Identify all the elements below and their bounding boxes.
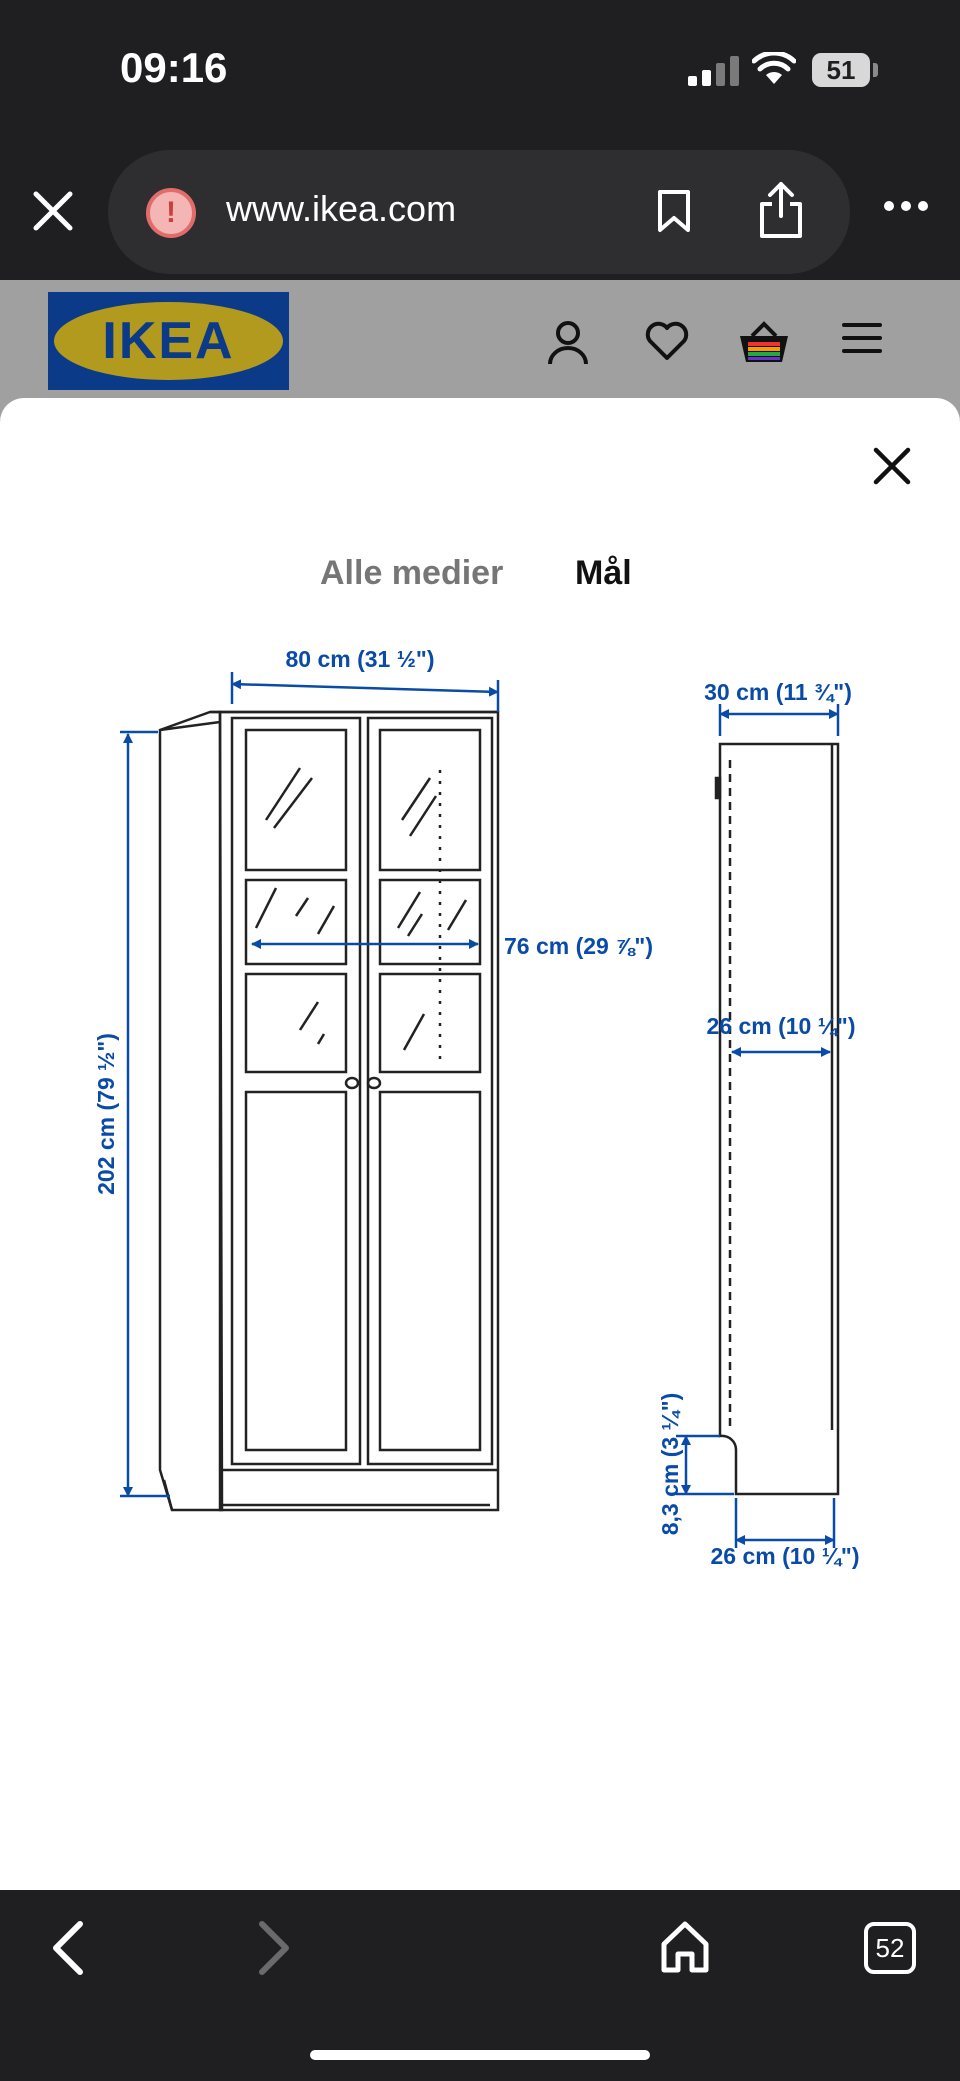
bookcase-side-drawing [714, 742, 840, 1496]
media-modal: Alle medier Mål [0, 398, 960, 1890]
battery-level: 51 [826, 55, 856, 85]
inner-depth-label: 26 cm (10 ¼") [707, 1013, 856, 1039]
battery-tip [873, 63, 878, 77]
close-icon[interactable] [30, 188, 76, 234]
basket-icon[interactable] [738, 320, 790, 366]
width-label: 80 cm (31 ½") [286, 646, 435, 672]
height-label: 202 cm (79 ½") [93, 1033, 119, 1195]
base-depth-label: 26 cm (10 ¼") [711, 1543, 860, 1569]
warning-icon[interactable] [146, 188, 196, 238]
wifi-icon [752, 52, 796, 84]
account-icon[interactable] [546, 320, 590, 366]
browser-bar: www.ikea.com [0, 140, 960, 280]
heart-icon[interactable] [644, 320, 690, 362]
front-dimension-lines [120, 672, 500, 1498]
dimension-diagram: 80 cm (31 ½") 76 cm (29 ⅞") 202 cm (79 ½… [93, 646, 860, 1569]
site-header: IKEA [0, 280, 960, 420]
bookmark-icon[interactable] [656, 188, 692, 234]
url-text[interactable]: www.ikea.com [226, 188, 457, 229]
tabs-icon[interactable]: 52 [864, 1922, 916, 1974]
menu-icon[interactable] [842, 320, 882, 356]
signal-icon [688, 56, 739, 86]
depth-label: 30 cm (11 ¾") [704, 679, 852, 705]
logo-oval: IKEA [54, 302, 283, 380]
plinth-height-label: 8,3 cm (3 ¼") [657, 1393, 683, 1536]
battery-icon: 51 [812, 53, 870, 87]
more-icon[interactable] [884, 200, 928, 212]
ikea-logo[interactable]: IKEA [48, 292, 289, 390]
side-dimension-lines [676, 704, 840, 1548]
inner-width-label: 76 cm (29 ⅞") [504, 933, 653, 959]
status-bar: 09:16 51 [0, 0, 960, 140]
close-icon[interactable] [872, 446, 912, 486]
bookcase-front-drawing [158, 710, 500, 1512]
share-icon[interactable] [758, 180, 804, 240]
status-time: 09:16 [120, 44, 228, 91]
tab-all-media[interactable]: Alle medier [320, 554, 504, 592]
forward-icon[interactable] [256, 1920, 292, 1976]
home-indicator [310, 2050, 650, 2060]
tab-dimensions[interactable]: Mål [575, 554, 632, 592]
address-bar[interactable]: www.ikea.com [108, 150, 850, 274]
back-icon[interactable] [50, 1920, 86, 1976]
logo-text: IKEA [102, 312, 235, 370]
home-icon[interactable] [660, 1920, 710, 1974]
bottom-toolbar: 52 [0, 1890, 960, 2081]
